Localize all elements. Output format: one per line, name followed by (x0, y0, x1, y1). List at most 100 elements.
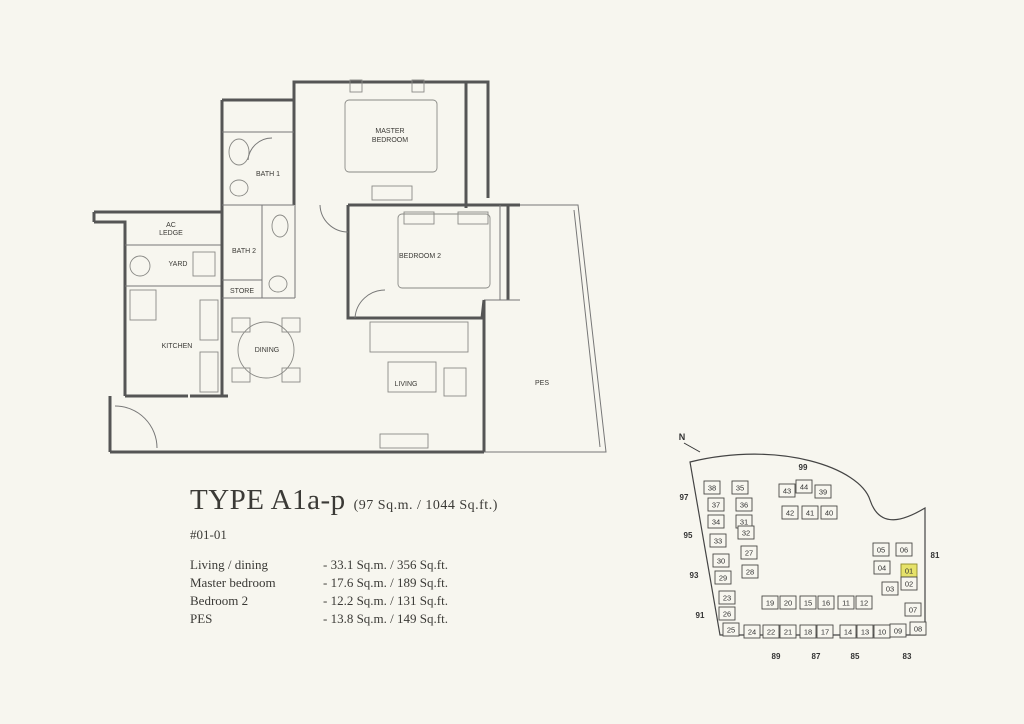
site-block-label: 20 (784, 599, 792, 608)
unit-info: TYPE A1a-p (97 Sq.m. / 1044 Sq.ft.) #01-0… (190, 484, 498, 629)
site-block-label: 02 (905, 580, 913, 589)
site-block-40: 40 (820, 505, 838, 520)
site-block-08: 08 (909, 621, 927, 636)
site-block-36: 36 (735, 497, 753, 512)
site-block-label: 21 (784, 628, 792, 637)
site-block-24: 24 (743, 624, 761, 639)
label-yard: YARD (169, 261, 188, 268)
site-block-33: 33 (709, 533, 727, 548)
road-87: 87 (812, 652, 821, 661)
site-block-15: 15 (799, 595, 817, 610)
label-bath2: BATH 2 (232, 248, 256, 255)
road-83: 83 (903, 652, 912, 661)
area-name: Living / dining (190, 557, 268, 572)
area-value: - 17.6 Sq.m. / 189 Sq.ft. (323, 575, 448, 590)
site-block-32: 32 (737, 525, 755, 540)
site-block-label: 32 (742, 529, 750, 538)
site-block-19: 19 (761, 595, 779, 610)
site-block-44: 44 (795, 479, 813, 494)
label-ac-ledge-1: AC (166, 222, 176, 229)
furniture (129, 79, 491, 449)
site-block-label: 09 (894, 627, 902, 636)
site-block-35: 35 (731, 480, 749, 495)
site-block-label: 06 (900, 546, 908, 555)
road-89: 89 (772, 652, 781, 661)
site-block-label: 13 (861, 628, 869, 637)
site-block-02: 02 (900, 576, 918, 591)
site-block-03: 03 (881, 581, 899, 596)
site-block-label: 33 (714, 537, 722, 546)
site-block-label: 12 (860, 599, 868, 608)
site-block-34: 34 (707, 514, 725, 529)
site-block-23: 23 (718, 590, 736, 605)
site-block-label: 14 (844, 628, 852, 637)
site-block-label: 43 (783, 487, 791, 496)
site-block-label: 36 (740, 501, 748, 510)
site-block-label: 37 (712, 501, 720, 510)
room-labels: MASTER BEDROOM BATH 1 AC LEDGE BATH 2 YA… (159, 128, 549, 388)
site-block-label: 25 (727, 626, 735, 635)
site-block-label: 30 (717, 557, 725, 566)
unit-number: #01-01 (190, 527, 227, 542)
area-row: Master bedroom - 17.6 Sq.m. / 189 Sq.ft. (190, 575, 448, 593)
label-kitchen: KITCHEN (162, 343, 193, 350)
area-name: PES (190, 611, 213, 626)
site-block-label: 26 (723, 610, 731, 619)
site-block-label: 41 (806, 509, 814, 518)
site-block-25: 25 (722, 622, 740, 637)
site-block-label: 05 (877, 546, 885, 555)
label-bedroom2: BEDROOM 2 (399, 253, 441, 260)
site-block-label: 18 (804, 628, 812, 637)
site-block-label: 04 (878, 564, 886, 573)
road-91: 91 (696, 611, 705, 620)
site-block-05: 05 (872, 542, 890, 557)
site-block-17: 17 (816, 624, 834, 639)
site-block-16: 16 (817, 595, 835, 610)
site-block-13: 13 (856, 624, 874, 639)
site-block-label: 44 (800, 483, 808, 492)
site-block-06: 06 (895, 542, 913, 557)
site-block-21: 21 (779, 624, 797, 639)
area-value: - 12.2 Sq.m. / 131 Sq.ft. (323, 593, 448, 608)
site-block-29: 29 (714, 570, 732, 585)
site-block-label: 39 (819, 488, 827, 497)
site-block-14: 14 (839, 624, 857, 639)
site-block-label: 35 (736, 484, 744, 493)
site-block-label: 29 (719, 574, 727, 583)
site-block-label: 07 (909, 606, 917, 615)
site-block-30: 30 (712, 553, 730, 568)
site-block-28: 28 (741, 564, 759, 579)
site-block-label: 23 (723, 594, 731, 603)
site-block-38: 38 (703, 480, 721, 495)
site-block-label: 42 (786, 509, 794, 518)
site-block-label: 15 (804, 599, 812, 608)
label-master-bedroom-1: MASTER (375, 128, 404, 135)
site-block-39: 39 (814, 484, 832, 499)
area-row: Living / dining- 33.1 Sq.m. / 356 Sq.ft. (190, 557, 448, 575)
site-block-07: 07 (904, 602, 922, 617)
site-block-label: 31 (740, 518, 748, 527)
road-97: 97 (680, 493, 689, 502)
site-block-11: 11 (837, 595, 855, 610)
area-value: - 13.8 Sq.m. / 149 Sq.ft. (323, 611, 448, 626)
area-table: Living / dining- 33.1 Sq.m. / 356 Sq.ft.… (190, 557, 448, 629)
label-living: LIVING (395, 381, 418, 388)
label-store: STORE (230, 288, 254, 295)
road-99: 99 (799, 463, 808, 472)
site-block-label: 10 (878, 628, 886, 637)
site-block-label: 40 (825, 509, 833, 518)
area-row: PES - 13.8 Sq.m. / 149 Sq.ft. (190, 611, 448, 629)
road-95: 95 (684, 531, 693, 540)
site-block-42: 42 (781, 505, 799, 520)
unit-type-name: TYPE A1a-p (190, 484, 346, 516)
unit-type-area: (97 Sq.m. / 1044 Sq.ft.) (353, 498, 498, 513)
site-block-label: 16 (822, 599, 830, 608)
site-block-09: 09 (889, 623, 907, 638)
label-pes: PES (535, 380, 549, 387)
site-block-27: 27 (740, 545, 758, 560)
area-name: Master bedroom (190, 575, 276, 590)
site-block-label: 03 (886, 585, 894, 594)
road-81: 81 (931, 551, 940, 560)
